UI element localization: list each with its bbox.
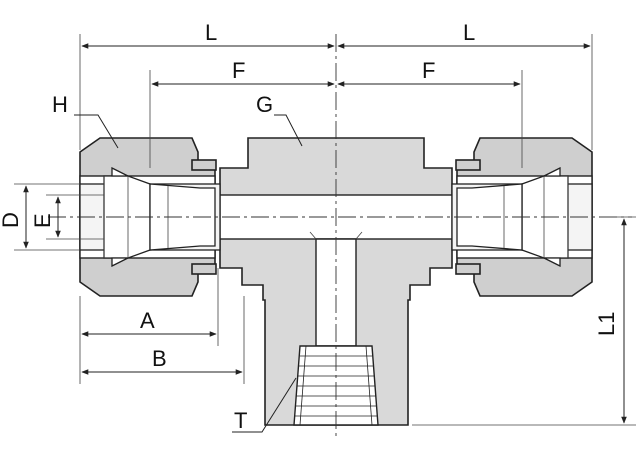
label-F-right: F	[422, 58, 435, 83]
label-A: A	[140, 308, 155, 333]
label-L-right: L	[463, 20, 475, 45]
label-F-left: F	[232, 58, 245, 83]
leader-G	[274, 114, 303, 147]
label-E: E	[30, 213, 55, 228]
label-T: T	[234, 408, 247, 433]
label-L-left: L	[205, 20, 217, 45]
leader-H	[74, 114, 119, 149]
label-H: H	[52, 92, 68, 117]
label-G: G	[256, 92, 273, 117]
leader-T	[232, 377, 297, 433]
label-D: D	[0, 212, 23, 228]
label-L1: L1	[594, 312, 619, 336]
label-B: B	[152, 346, 167, 371]
